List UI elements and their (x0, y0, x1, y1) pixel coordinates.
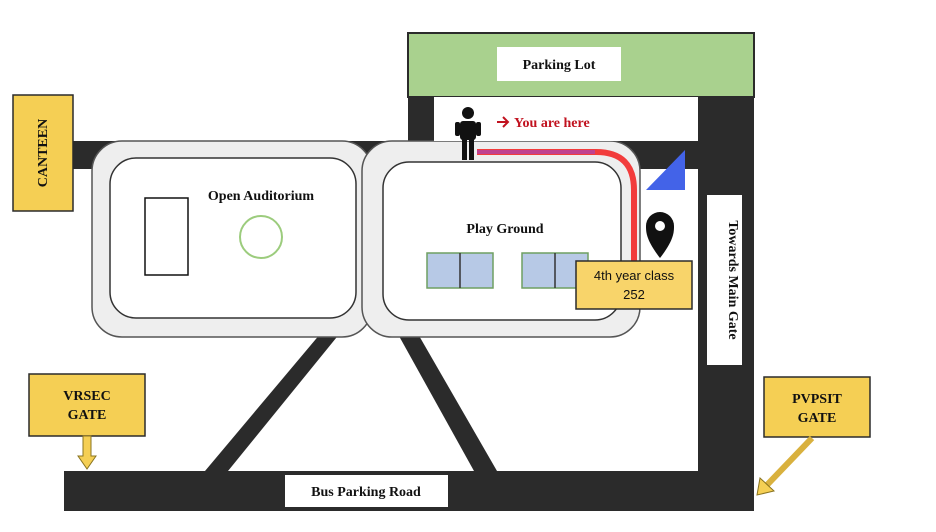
route-path-red (477, 149, 637, 305)
canteen-sign: CANTEEN (12, 94, 74, 212)
stage-rectangle (144, 197, 189, 276)
left-vertical-road (408, 97, 434, 147)
vrsec-gate-line1: VRSEC (63, 389, 110, 404)
open-auditorium-label: Open Auditorium (208, 189, 315, 204)
map-pin-icon (646, 212, 674, 258)
play-ground-label: Play Ground (466, 222, 543, 237)
bus-parking-road-sign: Bus Parking Road (285, 475, 448, 507)
vrsec-gate-line2: GATE (68, 408, 107, 423)
you-are-here-label: You are here (514, 116, 590, 131)
direction-triangle-icon (646, 150, 685, 190)
parking-lot-label: Parking Lot (523, 58, 596, 73)
play-ground-block: Play Ground (361, 140, 641, 338)
arrow-right-icon (497, 116, 510, 128)
pvpsit-gate-line2: GATE (798, 411, 837, 426)
right-diagonal-road (394, 327, 497, 471)
left-diagonal-road (205, 327, 345, 471)
class-label-line1: 4th year class (594, 268, 675, 283)
parking-lot-area: Parking Lot (407, 32, 755, 98)
down-arrow-icon (77, 435, 97, 470)
class-label-line2: 252 (623, 287, 645, 302)
auditorium-circle (239, 215, 283, 259)
bus-parking-road-label: Bus Parking Road (311, 485, 421, 500)
seating-left (426, 252, 494, 289)
canteen-label: CANTEEN (36, 119, 51, 187)
you-are-here: You are here (497, 116, 590, 131)
pvpsit-gate-line1: PVPSIT (792, 392, 842, 407)
class-label: 4th year class 252 (575, 260, 693, 310)
open-auditorium-block: Open Auditorium (91, 140, 373, 338)
towards-main-gate-label: Towards Main Gate (725, 220, 740, 339)
vrsec-gate-sign: VRSEC GATE (28, 373, 146, 470)
person-icon (455, 107, 481, 160)
pvpsit-gate-sign: PVPSIT GATE (756, 376, 871, 496)
towards-main-gate-sign: Towards Main Gate (707, 195, 742, 365)
diagonal-arrow-icon (756, 435, 815, 496)
